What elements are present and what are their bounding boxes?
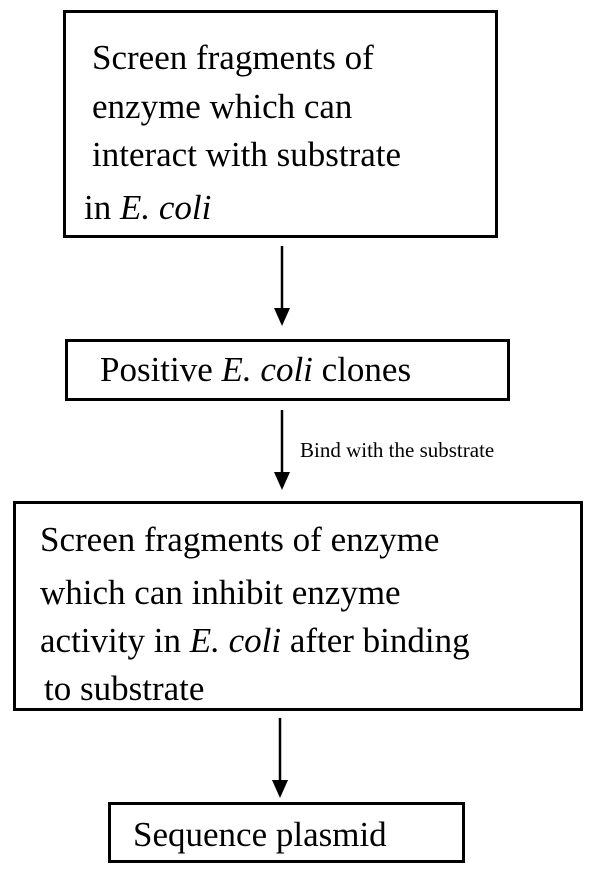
screen-interact-line-4: in E. coli [84,190,211,225]
screen-inhibit-box: Screen fragments of enzyme which can inh… [13,501,583,711]
screen-interact-line-4-prefix: in [84,188,120,227]
screen-inhibit-line-4: to substrate [44,669,205,708]
arrow-down-1 [274,246,290,326]
sequence-plasmid-box: Sequence plasmid [108,802,465,863]
screen-interact-box: Screen fragments of enzyme which can int… [63,10,498,238]
positive-clones-label: Positive E. coli clones [100,352,411,387]
positive-clones-box: Positive E. coli clones [65,339,510,401]
sequence-plasmid-label: Sequence plasmid [133,815,387,854]
screen-inhibit-line-3: activity in E. coli after binding [40,623,470,658]
bind-substrate-label: Bind with the substrate [300,438,495,462]
positive-clones-suffix: clones [312,350,412,389]
screen-interact-line-3: interact with substrate [92,135,402,174]
arrow-down-2 [274,410,290,490]
arrow-down-3 [272,718,288,798]
positive-clones-prefix: Positive [100,350,222,389]
screen-inhibit-line-3-prefix: activity in [40,621,190,660]
species-ecoli-1: E. coli [119,188,212,227]
screen-inhibit-line-3-suffix: after binding [281,621,470,660]
screen-inhibit-line-1: Screen fragments of enzyme [40,520,440,559]
screen-inhibit-line-2: which can inhibit enzyme [40,573,401,612]
screen-interact-line-1: Screen fragments of [92,38,374,77]
species-ecoli-2: E. coli [221,350,313,389]
species-ecoli-3: E. coli [189,621,282,660]
screen-interact-line-2: enzyme which can [92,87,353,126]
